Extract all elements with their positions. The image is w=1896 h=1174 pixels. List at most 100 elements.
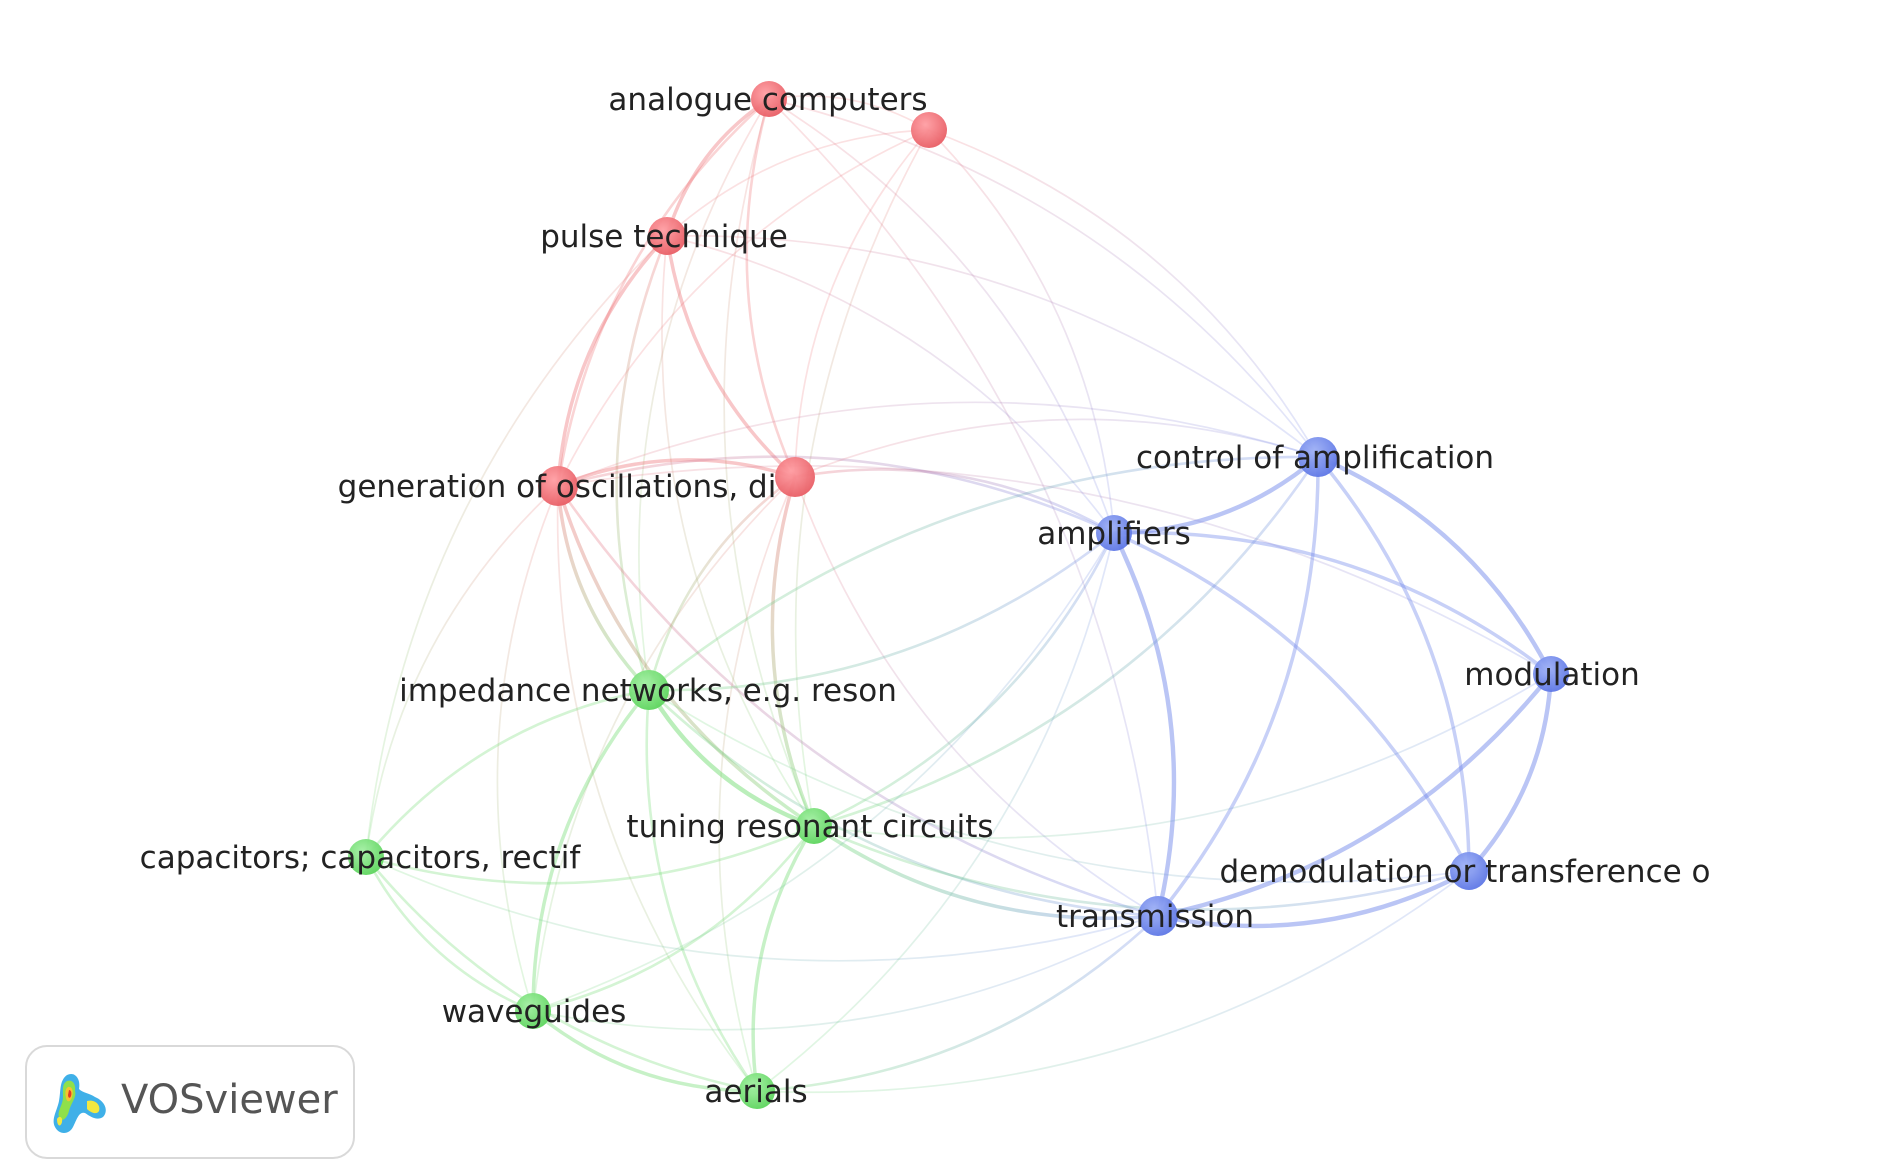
node-label: waveguides xyxy=(442,994,627,1030)
link xyxy=(928,129,1319,458)
link xyxy=(556,485,758,1092)
link xyxy=(723,98,815,827)
link xyxy=(794,476,1159,917)
node-red[interactable] xyxy=(538,466,578,506)
node-label: generation of oscillations, di xyxy=(338,469,777,505)
link xyxy=(647,475,796,691)
link xyxy=(794,468,1115,535)
link xyxy=(556,485,1159,918)
link xyxy=(813,824,1159,921)
node-green[interactable] xyxy=(348,839,384,875)
link xyxy=(794,129,930,827)
link xyxy=(665,235,797,479)
node-blue[interactable] xyxy=(1533,656,1569,692)
node-blue[interactable] xyxy=(1138,896,1178,936)
link xyxy=(1316,455,1471,872)
node-label: analogue computers xyxy=(608,82,927,118)
link xyxy=(1113,530,1553,676)
link xyxy=(645,689,759,1092)
link xyxy=(1156,456,1320,918)
node-green[interactable] xyxy=(796,808,832,844)
link xyxy=(1113,455,1320,536)
link xyxy=(557,465,1552,675)
link xyxy=(768,98,1115,534)
link xyxy=(794,418,1319,478)
labels-layer: analogue computers pulse technique generat… xyxy=(140,82,1711,1110)
node-green[interactable] xyxy=(629,670,669,710)
link xyxy=(928,129,1115,534)
node-label: aerials xyxy=(704,1074,807,1110)
node-label: amplifiers xyxy=(1037,516,1191,552)
link xyxy=(556,98,770,487)
link xyxy=(648,531,1115,692)
link xyxy=(557,458,796,488)
node-green[interactable] xyxy=(515,993,551,1029)
node-label: transmission xyxy=(1056,899,1254,935)
vosviewer-logo-text: VOSviewer xyxy=(121,1077,338,1123)
link xyxy=(745,98,797,478)
link xyxy=(1317,454,1553,676)
link xyxy=(531,688,651,1012)
node-label: control of amplification xyxy=(1136,440,1494,476)
link xyxy=(648,689,1470,883)
node-label: demodulation or transference o xyxy=(1219,854,1710,890)
node-green[interactable] xyxy=(739,1073,775,1109)
vosviewer-logo-box: VOSviewer xyxy=(25,1045,355,1159)
node-label: pulse technique xyxy=(540,219,788,255)
node-label: capacitors; capacitors, rectif xyxy=(140,840,582,876)
link xyxy=(532,915,1159,1031)
link xyxy=(756,532,1115,1092)
link xyxy=(532,825,816,1013)
link xyxy=(666,129,930,237)
link xyxy=(813,673,1552,839)
node-blue[interactable] xyxy=(1096,515,1132,551)
link xyxy=(532,532,1115,1012)
node-red[interactable] xyxy=(648,217,686,255)
link xyxy=(751,825,816,1092)
node-label: impedance networks, e.g. reson xyxy=(399,673,897,709)
link xyxy=(364,856,758,1093)
link xyxy=(768,98,1319,458)
link xyxy=(756,915,1159,1093)
link xyxy=(365,856,1159,962)
link xyxy=(794,129,930,478)
node-blue[interactable] xyxy=(1298,437,1338,477)
link xyxy=(365,824,815,885)
link xyxy=(365,485,559,858)
node-blue[interactable] xyxy=(1450,852,1488,890)
link xyxy=(365,235,668,858)
link xyxy=(364,856,534,1013)
link xyxy=(666,235,1115,534)
link xyxy=(1112,532,1177,917)
link xyxy=(531,1009,758,1093)
link xyxy=(556,234,669,487)
link xyxy=(647,688,815,829)
link xyxy=(1157,672,1553,919)
link xyxy=(661,235,815,827)
link xyxy=(756,870,1470,1094)
link xyxy=(648,689,1159,918)
link xyxy=(532,476,796,1012)
link xyxy=(718,476,796,1092)
node-red[interactable] xyxy=(751,81,787,117)
node-label: modulation xyxy=(1464,657,1639,693)
link xyxy=(648,455,1319,692)
link xyxy=(813,532,1116,828)
link xyxy=(638,98,770,691)
link xyxy=(665,97,770,237)
link xyxy=(768,95,930,131)
link xyxy=(768,98,1159,917)
link xyxy=(557,129,930,487)
link xyxy=(364,688,650,858)
link xyxy=(813,456,1320,828)
link xyxy=(1113,531,1471,872)
nodes-layer xyxy=(348,81,1569,1109)
node-red[interactable] xyxy=(775,457,815,497)
node-red[interactable] xyxy=(911,112,947,148)
link xyxy=(496,485,559,1012)
link xyxy=(1467,673,1554,873)
link xyxy=(1157,869,1471,929)
link xyxy=(813,824,1470,911)
link xyxy=(666,234,1319,458)
